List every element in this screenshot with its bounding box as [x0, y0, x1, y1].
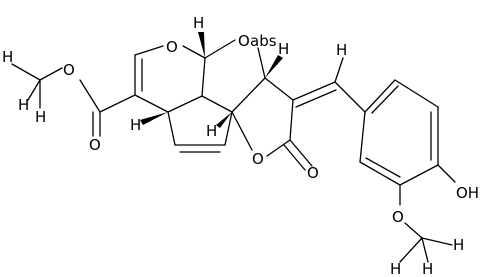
atom-h-stereo-left: H: [130, 116, 141, 134]
wedge-stereo-center: [216, 112, 232, 128]
bond-o-c-methyl: [39, 67, 63, 81]
atom-h-methoxy-1: H: [390, 260, 401, 277]
bond-ar6-ar1: [359, 111, 366, 163]
bond-c11-o-carbonyl: [289, 139, 313, 167]
atom-o-top: O: [238, 32, 250, 50]
bond-methyl-h1: [11, 63, 41, 81]
bond-c8-c9: [201, 95, 233, 113]
bond-ar5-ar6-inner: [365, 157, 401, 178]
atom-o-lactone-ring: O: [252, 150, 264, 168]
bond-c5-c4: [134, 94, 169, 113]
atom-h-stereo-topleft: H: [193, 14, 204, 32]
bond-c12-c10: [264, 77, 294, 101]
bond-ar2-ar3: [394, 79, 439, 108]
atom-o-ring: O: [166, 38, 178, 56]
bond-ar4-oh: [437, 164, 456, 183]
bond-o-lactone-c11: [266, 139, 291, 157]
bond-ar1-ar2-inner: [371, 85, 399, 114]
atom-o-ester-single: O: [63, 61, 75, 79]
bond-methoxy-h2: [421, 237, 453, 246]
bond-o-top-c10: [257, 47, 266, 79]
atom-h-methyl-3: H: [35, 108, 46, 126]
bond-c9-c5: [167, 95, 203, 113]
atom-h-methyl-1: H: [2, 48, 13, 66]
bond-c4-c-carbonyl: [99, 94, 136, 113]
bond-c7-c8: [224, 111, 233, 146]
bond-c1-c9: [201, 57, 206, 97]
bond-c5-c6: [167, 111, 176, 146]
atom-label-layer: O O abs O O H H H O O H H H H H OH O H H…: [2, 14, 479, 277]
bond-c12-c13-double-2: [295, 89, 337, 108]
atom-o-ester-carbonyl: O: [89, 136, 101, 154]
atom-h-methyl-2: H: [18, 96, 29, 114]
bond-c12-c13-double: [292, 81, 336, 101]
bond-c1-o-top: [204, 39, 236, 59]
wedge-stereo-left: [140, 112, 168, 125]
bond-c11-c12: [289, 99, 294, 141]
wedge-stereo-right: [265, 55, 283, 78]
bond-c8-o-lactone: [231, 111, 253, 151]
atom-h-methoxy-3: H: [422, 260, 433, 277]
bond-ar4-ar5: [399, 164, 439, 186]
bond-ar5-ar6: [359, 161, 401, 186]
atom-oh: OH: [456, 184, 479, 202]
bond-c13-ar1: [334, 81, 366, 113]
bond-methoxy-h1: [399, 237, 423, 263]
atom-h-stereo-center: H: [206, 122, 217, 140]
atom-o-methoxy: O: [392, 208, 404, 226]
bond-methoxy-h3: [421, 237, 429, 263]
atom-h-methoxy-2: H: [453, 236, 464, 254]
atom-abs-label: abs: [250, 32, 277, 50]
atom-h-vinyl: H: [336, 41, 347, 59]
atom-o-lactone-carbonyl: O: [307, 164, 319, 182]
bond-o-ring-c1: [182, 45, 206, 59]
bond-c13-h: [334, 57, 344, 83]
bond-c10-c8: [231, 77, 266, 113]
wedge-stereo-topleft: [198, 32, 205, 58]
bond-c11-o-carbonyl-2: [283, 144, 306, 171]
bond-c-carbonyl-o-single: [79, 79, 101, 113]
bond-methyl-h2: [27, 79, 41, 101]
atom-h-stereo-right: H: [278, 40, 289, 58]
bond-ar1-ar2: [364, 79, 396, 113]
bond-layer: [11, 32, 456, 263]
bond-c3-o-ring: [134, 45, 164, 56]
bond-o-methoxy-c: [404, 222, 423, 239]
